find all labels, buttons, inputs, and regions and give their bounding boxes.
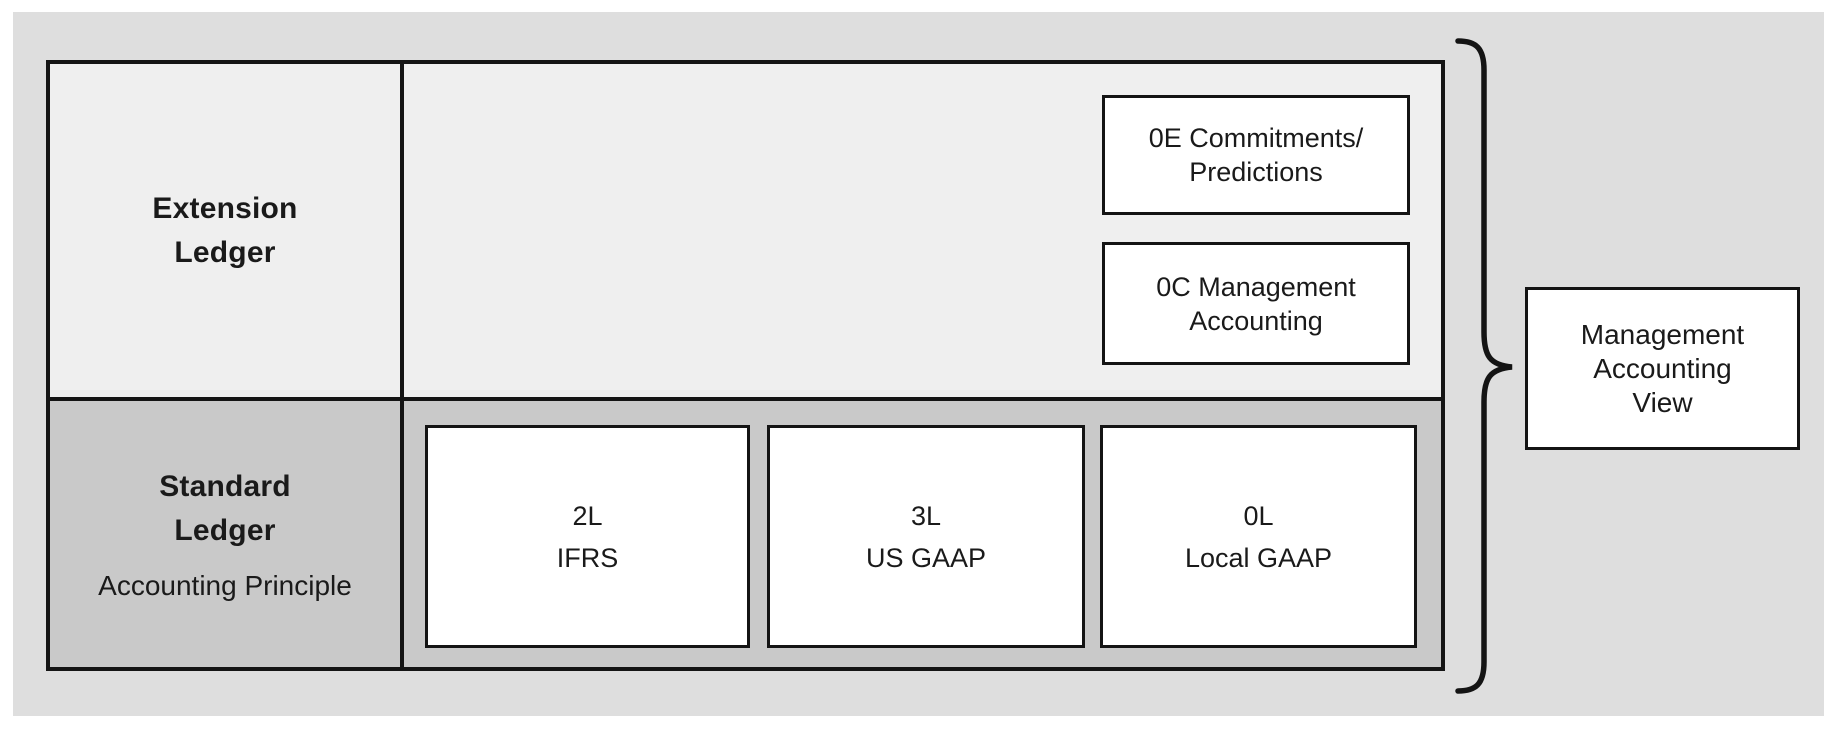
box-0e-line2: Predictions: [1189, 157, 1323, 187]
annotation-line3: View: [1632, 386, 1693, 418]
box-0l-local-gaap: 0L Local GAAP: [1100, 425, 1417, 648]
annotation-line2: Accounting: [1593, 352, 1732, 384]
annotation-line1: Management: [1580, 318, 1745, 350]
extension-ledger-label-line1: Extension: [152, 191, 298, 225]
box-0e-line1: 0E Commitments/: [1148, 123, 1364, 153]
box-2l-name: IFRS: [556, 542, 619, 573]
standard-ledger-label-line2: Ledger: [174, 514, 276, 547]
extension-ledger-label: Extension Ledger: [50, 64, 400, 397]
box-2l-code: 2L: [572, 500, 603, 531]
management-accounting-view-box: Management Accounting View: [1525, 287, 1800, 450]
column-divider-line: [400, 64, 404, 667]
accounting-principle-label: Accounting Principle: [98, 570, 352, 601]
extension-ledger-label-line2: Ledger: [174, 235, 276, 269]
box-0e-commitments-predictions: 0E Commitments/ Predictions: [1102, 95, 1410, 215]
box-3l-us-gaap: 3L US GAAP: [767, 425, 1085, 648]
box-3l-name: US GAAP: [865, 542, 987, 573]
standard-ledger-label: Standard Ledger Accounting Principle: [50, 401, 400, 667]
box-2l-ifrs: 2L IFRS: [425, 425, 750, 648]
box-0c-line1: 0C Management: [1156, 271, 1356, 302]
box-0c-line2: Accounting: [1189, 305, 1323, 336]
row-divider-line: [50, 397, 1441, 401]
box-0l-code: 0L: [1243, 500, 1274, 531]
box-0l-name: Local GAAP: [1184, 542, 1333, 573]
right-curly-brace: [1455, 38, 1513, 694]
box-0c-management-accounting: 0C Management Accounting: [1102, 242, 1410, 365]
standard-ledger-label-line1: Standard: [159, 470, 291, 503]
box-3l-code: 3L: [910, 500, 942, 531]
